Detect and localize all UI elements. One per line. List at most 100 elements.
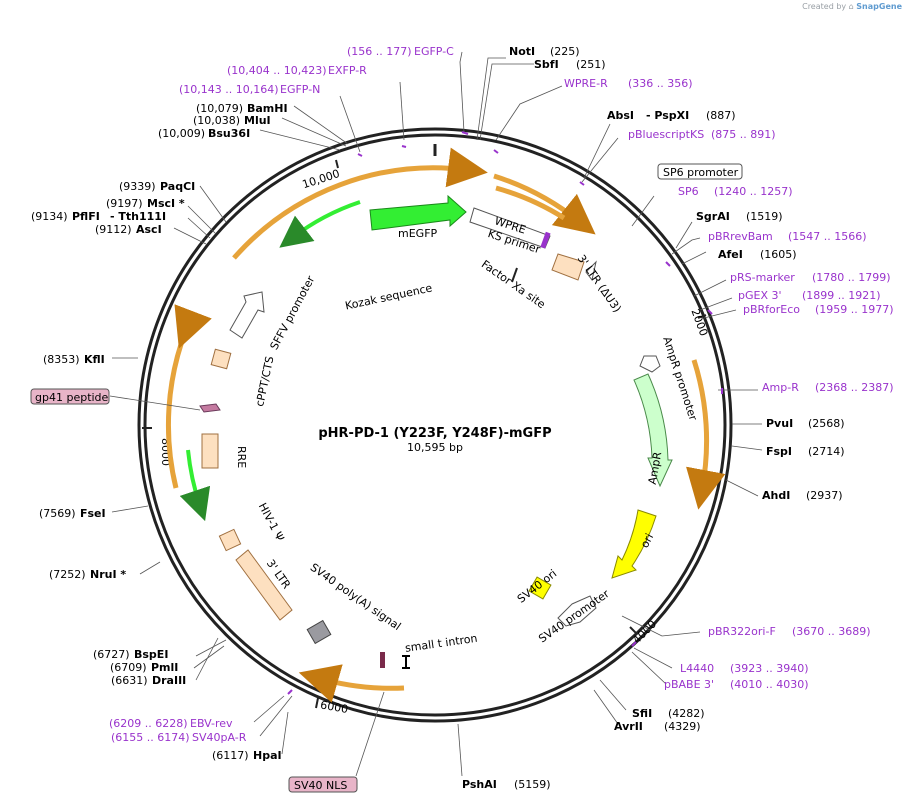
- enzyme-pshAI[interactable]: PshAI: [462, 778, 497, 791]
- primer-prs-marker[interactable]: pRS-marker: [730, 271, 795, 284]
- enzyme-nruI[interactable]: NruI *: [90, 568, 126, 581]
- enzyme-absI[interactable]: AbsI: [607, 109, 634, 122]
- enzyme-pmlI[interactable]: PmlI: [151, 661, 178, 674]
- orange-arc-bottom: [298, 664, 405, 703]
- enzyme-draIII[interactable]: DraIII: [152, 674, 186, 687]
- enzyme-ascI-pos: (9112): [95, 223, 132, 236]
- primer-egfp-c[interactable]: EGFP-C: [414, 45, 454, 58]
- primer-exfp-r[interactable]: EXFP-R: [328, 64, 367, 77]
- sv40-promoter-feature[interactable]: [557, 595, 597, 627]
- primer-sv40pa-r[interactable]: SV40pA-R: [192, 731, 247, 744]
- ltr-du3-arrow: [585, 260, 597, 282]
- enzyme-sbfI[interactable]: SbfI: [534, 58, 559, 71]
- primer-amp-r[interactable]: Amp-R: [762, 381, 799, 394]
- enzyme-pvuI[interactable]: PvuI: [766, 417, 793, 430]
- enzyme-afeI-pos: (1605): [760, 248, 797, 261]
- label-ori: ori: [638, 531, 656, 550]
- rre-feature[interactable]: [201, 433, 219, 469]
- label-sv40-promoter: SV40 promoter: [536, 587, 612, 646]
- factor-xa-marker: [511, 267, 518, 283]
- primer-pbluescriptks[interactable]: pBluescriptKS: [628, 128, 704, 141]
- enzyme-bspEI[interactable]: BspEI: [134, 648, 168, 661]
- ampr-feature[interactable]: [633, 373, 673, 488]
- enzyme-sfiI-pos: (4282): [668, 707, 705, 720]
- cppt-feature[interactable]: [210, 348, 232, 370]
- primer-pbrrevbam[interactable]: pBRrevBam: [708, 230, 773, 243]
- enzyme-pvuI-pos: (2568): [808, 417, 845, 430]
- small-t-intron-feature[interactable]: [402, 655, 410, 669]
- orange-arc-top: [232, 147, 488, 260]
- primer-pgex3[interactable]: pGEX 3': [738, 289, 782, 302]
- green-arc-top: [279, 200, 361, 248]
- orange-arc-left: [165, 304, 212, 489]
- sv40-nls-feature[interactable]: [380, 652, 385, 668]
- backbone-outer-ring: [137, 127, 733, 723]
- hiv-psi-feature[interactable]: [218, 528, 242, 552]
- primer-pbr322ori-f-pos: (3670 .. 3689): [792, 625, 871, 638]
- enzyme-paqCI[interactable]: PaqCI: [160, 180, 195, 193]
- label-small-t: small t intron: [404, 632, 478, 655]
- label-factor-xa: Factor Xa site: [479, 258, 548, 312]
- enzyme-mluI[interactable]: MluI: [244, 114, 271, 127]
- gp41-feature[interactable]: [199, 403, 221, 413]
- enzyme-paqCI-pos: (9339): [119, 180, 156, 193]
- enzyme-mscI-pos: (9197): [106, 197, 143, 210]
- enzyme-tth111I[interactable]: - Tth111I: [110, 210, 166, 223]
- leader-lines: [109, 51, 763, 777]
- primer-pbrforeco[interactable]: pBRforEco: [743, 303, 800, 316]
- enzyme-bsu36I[interactable]: Bsu36I: [208, 127, 250, 140]
- enzyme-notI-pos: (225): [550, 45, 580, 58]
- sffv-promoter-feature[interactable]: [229, 291, 265, 339]
- sv40-ori-feature[interactable]: [528, 576, 552, 600]
- enzyme-bamHI[interactable]: BamHI: [247, 102, 288, 115]
- primer-egfp-n-pos: (10,143 .. 10,164): [179, 83, 279, 96]
- ori-feature[interactable]: [611, 509, 657, 579]
- enzyme-sfiI[interactable]: SfiI: [632, 707, 652, 720]
- enzyme-pflFI[interactable]: PflFI: [72, 210, 100, 223]
- enzyme-notI[interactable]: NotI: [509, 45, 535, 58]
- primer-prs-marker-pos: (1780 .. 1799): [812, 271, 891, 284]
- sv40-polya-feature[interactable]: [306, 619, 332, 645]
- enzyme-hpaI-pos: (6117): [212, 749, 249, 762]
- primer-pbabe3[interactable]: pBABE 3': [664, 678, 714, 691]
- primer-l4440[interactable]: L4440: [680, 662, 714, 675]
- green-arc-left: [179, 449, 211, 522]
- enzyme-kflI[interactable]: KflI: [84, 353, 105, 366]
- enzyme-ahdI[interactable]: AhdI: [762, 489, 790, 502]
- enzyme-fspI[interactable]: FspI: [766, 445, 792, 458]
- primer-wpre-r-pos: (336 .. 356): [628, 77, 693, 90]
- ks-primer-marker: [540, 231, 551, 249]
- enzyme-mscI[interactable]: MscI *: [147, 197, 185, 210]
- label-sv40-ori: SV40 ori: [515, 567, 559, 606]
- sp6-promoter-box[interactable]: SP6 promoter: [657, 163, 743, 180]
- enzyme-ascI[interactable]: AscI: [136, 223, 162, 236]
- primer-ebv-rev[interactable]: EBV-rev: [190, 717, 233, 730]
- enzyme-fseI[interactable]: FseI: [80, 507, 106, 520]
- enzyme-pmlI-pos: (6709): [110, 661, 147, 674]
- primer-egfp-c-pos: (156 .. 177): [347, 45, 412, 58]
- primer-sp6[interactable]: SP6: [678, 185, 699, 198]
- enzyme-pspXI[interactable]: - PspXI: [646, 109, 689, 122]
- primer-wpre-r[interactable]: WPRE-R: [564, 77, 608, 90]
- orange-arc-right-top-2: [495, 185, 566, 221]
- label-ltr-du3: 3' LTR (ΔU3): [575, 252, 624, 314]
- enzyme-afeI[interactable]: AfeI: [718, 248, 743, 261]
- primer-sv40pa-r-pos: (6155 .. 6174): [111, 731, 190, 744]
- plasmid-size: 10,595 bp: [407, 441, 463, 454]
- sv40-nls-box[interactable]: SV40 NLS: [288, 776, 358, 793]
- primer-pgex3-pos: (1899 .. 1921): [802, 289, 881, 302]
- ltr-du3-feature[interactable]: [551, 253, 585, 281]
- mEGFP-feature[interactable]: [369, 194, 467, 231]
- enzyme-sgrAI[interactable]: SgrAI: [696, 210, 730, 223]
- primer-pbr322ori-f[interactable]: pBR322ori-F: [708, 625, 776, 638]
- ltr3-feature[interactable]: [235, 549, 293, 621]
- ampr-promoter-feature[interactable]: [639, 355, 661, 373]
- sp6-promoter-label: SP6 promoter: [663, 166, 739, 179]
- primer-egfp-n[interactable]: EGFP-N: [280, 83, 320, 96]
- enzyme-pshAI-pos: (5159): [514, 778, 551, 791]
- primer-pbrforeco-pos: (1959 .. 1977): [815, 303, 894, 316]
- enzyme-avrII[interactable]: AvrII: [614, 720, 643, 733]
- gp41-peptide-box[interactable]: gp41 peptide: [30, 388, 110, 405]
- label-ampr: AmpR: [646, 450, 665, 485]
- enzyme-hpaI[interactable]: HpaI: [253, 749, 282, 762]
